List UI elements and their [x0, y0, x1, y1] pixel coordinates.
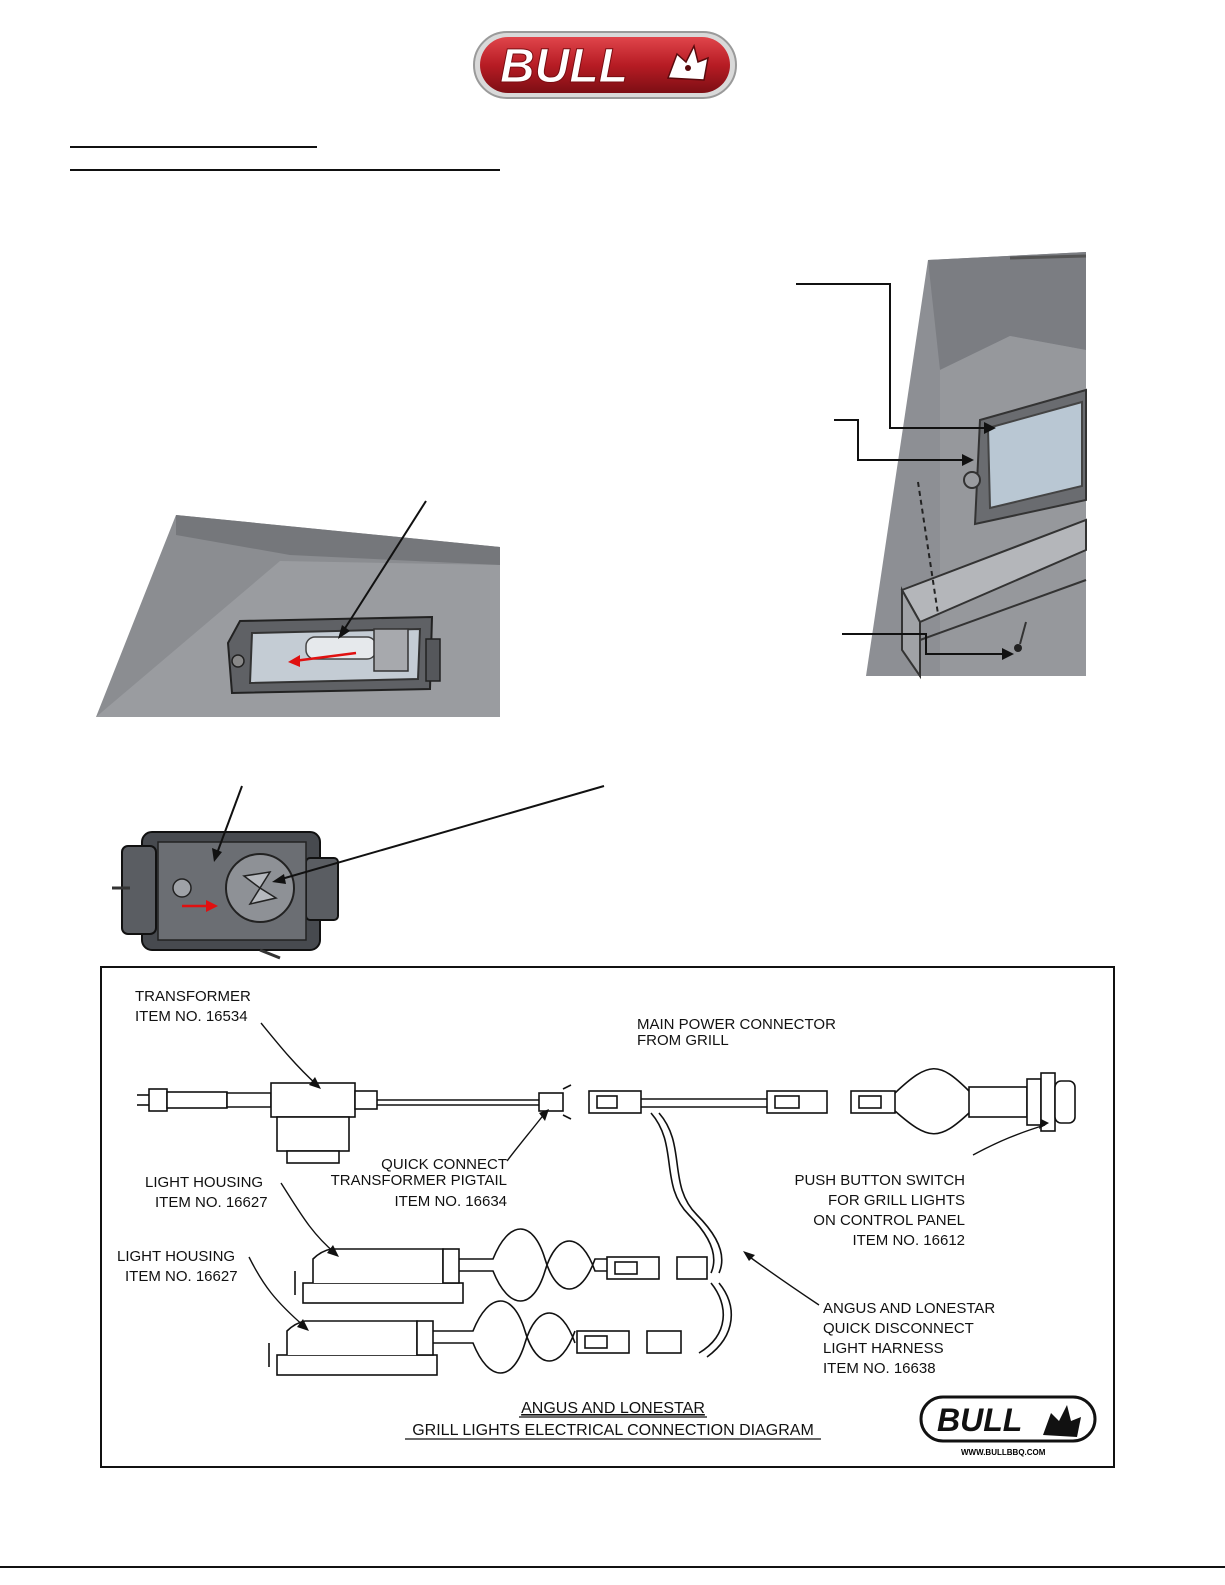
diagram-brand-logo: BULL — [919, 1395, 1097, 1443]
mounting-bracket-drawing — [900, 518, 1087, 680]
pigtail-connector-drawing — [538, 1084, 572, 1120]
quick-connect-label-line1: QUICK CONNECT — [381, 1156, 507, 1173]
light-housing-drawing — [226, 615, 441, 695]
bulb-housing-illustration — [90, 495, 510, 720]
push-button-label-line4: ITEM NO. 16612 — [852, 1232, 965, 1249]
hood-light-illustration — [790, 250, 1090, 680]
harness-label-line2: QUICK DISCONNECT — [823, 1320, 974, 1337]
main-power-label-line2: FROM GRILL — [637, 1032, 729, 1049]
harness-label-line1: ANGUS AND LONESTAR — [823, 1300, 995, 1317]
page-footer-rule — [0, 1566, 1225, 1568]
light-housing-1-label-line1: LIGHT HOUSING — [145, 1174, 263, 1191]
diagram-caption-line2: GRILL LIGHTS ELECTRICAL CONNECTION DIAGR… — [412, 1422, 814, 1439]
diagram-brand-logo-text: BULL — [937, 1402, 1022, 1438]
push-button-label-line3: ON CONTROL PANEL — [813, 1212, 965, 1229]
light-housing-2-label-line1: LIGHT HOUSING — [117, 1248, 235, 1265]
transformer-label-line2: ITEM NO. 16534 — [135, 1008, 248, 1025]
heading-underline-long — [70, 169, 500, 171]
heading-underline-short — [70, 146, 317, 148]
harness-label-line4: ITEM NO. 16638 — [823, 1360, 936, 1377]
socket-illustration — [110, 780, 610, 960]
push-button-label-line1: PUSH BUTTON SWITCH — [794, 1172, 965, 1189]
main-power-connector-drawing — [588, 1090, 642, 1114]
harness-label-line3: LIGHT HARNESS — [823, 1340, 944, 1357]
push-button-label-line2: FOR GRILL LIGHTS — [828, 1192, 965, 1209]
bull-head-icon — [1043, 1405, 1081, 1437]
transformer-drawing — [137, 1082, 378, 1164]
website-url: WWW.BULLBBQ.COM — [961, 1448, 1046, 1457]
diagram-caption-line1: ANGUS AND LONESTAR — [521, 1400, 705, 1417]
electrical-diagram: TRANSFORMER ITEM NO. 16534 MAIN POWER CO… — [99, 965, 1117, 1485]
light-housing-1-label-line2: ITEM NO. 16627 — [155, 1194, 268, 1211]
light-housing-1-drawing — [294, 1248, 464, 1304]
socket-drawing — [112, 831, 339, 960]
light-housing-drawing — [963, 388, 1087, 526]
bull-head-icon — [666, 43, 709, 81]
light-housing-2-drawing — [268, 1320, 438, 1376]
light-housing-2-label-line2: ITEM NO. 16627 — [125, 1268, 238, 1285]
main-power-label-line1: MAIN POWER CONNECTOR — [637, 1016, 836, 1033]
quick-connect-label-line2: TRANSFORMER PIGTAIL — [331, 1172, 507, 1189]
transformer-label-line1: TRANSFORMER — [135, 988, 251, 1005]
push-button-switch-drawing — [968, 1072, 1076, 1132]
brand-logo-text: BULL — [500, 40, 628, 93]
brand-logo: BULL — [472, 28, 738, 102]
quick-connect-label-line3: ITEM NO. 16634 — [394, 1193, 507, 1210]
